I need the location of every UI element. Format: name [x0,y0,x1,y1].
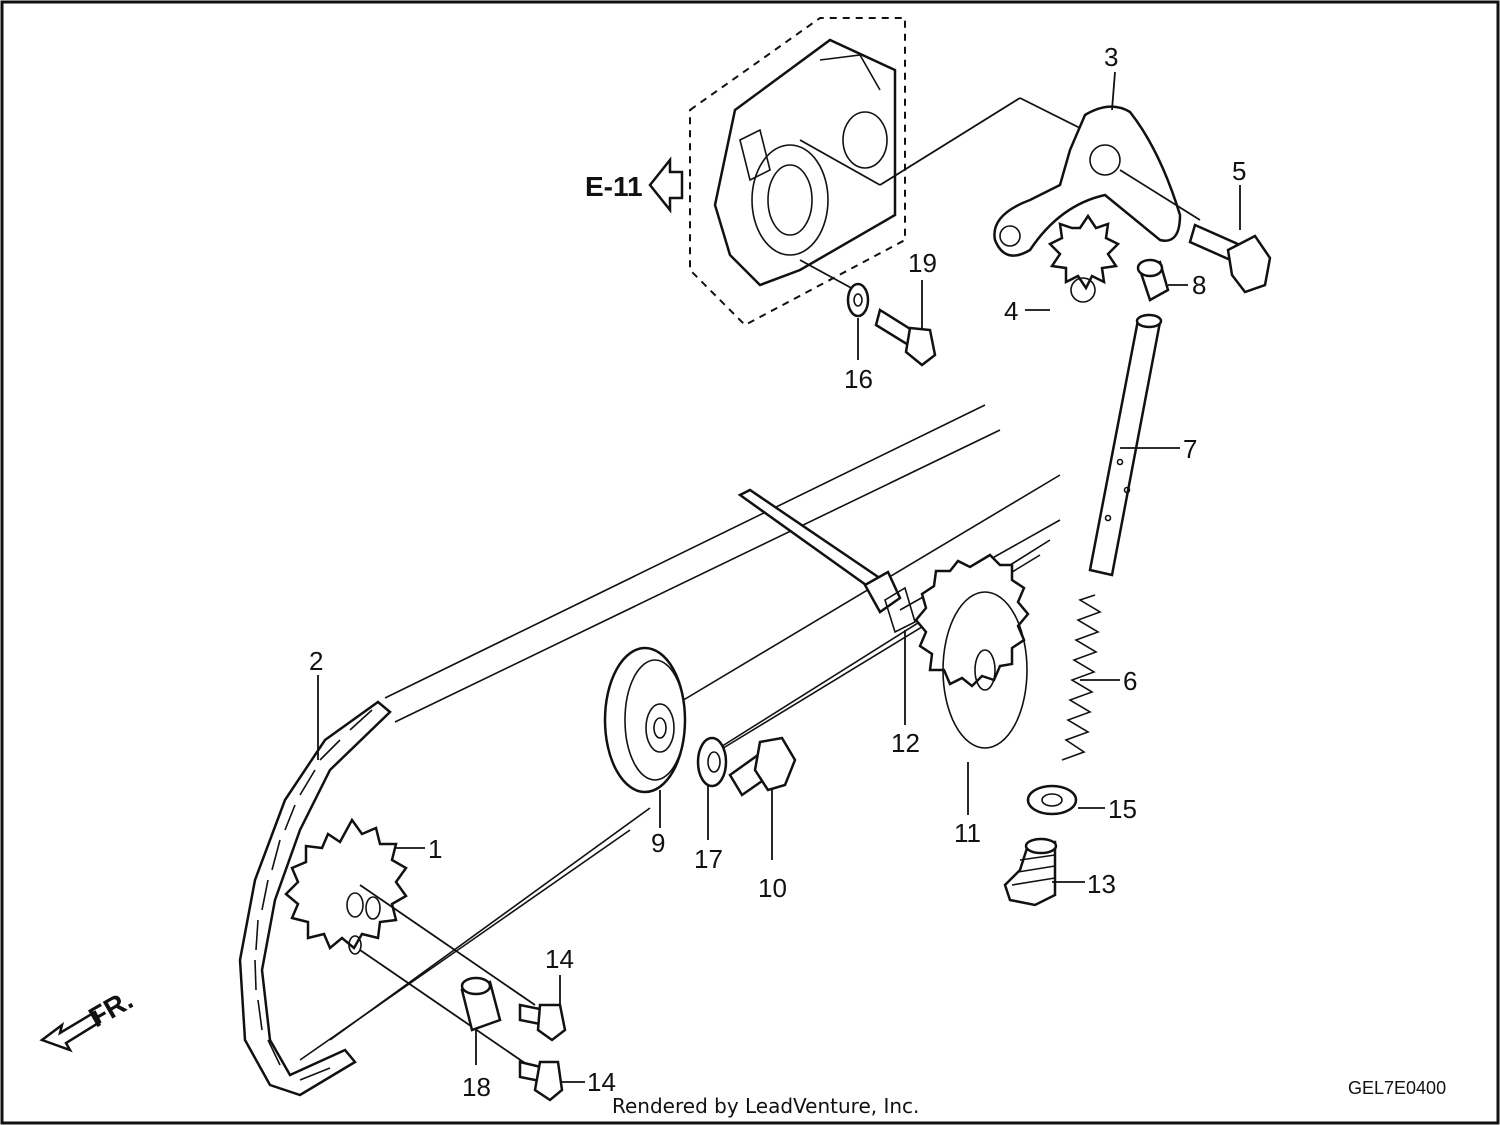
sprocket-bolt-upper [518,1003,567,1042]
roller-bolt [728,736,797,797]
collar [1136,258,1170,302]
tensioner-bolt [1188,223,1272,294]
callout-14-upper: 14 [545,944,574,974]
tensioner-spring [1061,594,1102,761]
diagram-code: GEL7E0400 [1348,1078,1446,1098]
tensioner-sprocket [1047,213,1121,303]
idler-sprocket [914,553,1030,749]
callout-8: 8 [1192,270,1206,300]
sealing-bolt [1003,837,1058,907]
front-arrow [39,1010,102,1053]
callout-15: 15 [1108,794,1137,824]
callout-14-lower: 14 [587,1067,616,1097]
callout-3: 3 [1104,42,1118,72]
idler-shaft [737,488,916,634]
reference-arrow [648,156,684,214]
callout-7: 7 [1183,434,1197,464]
callout-9: 9 [651,828,665,858]
drive-sprocket [284,817,536,1071]
sprocket-bolt-lower [518,1060,564,1102]
callout-4: 4 [1004,296,1018,326]
leader-lines [317,71,1241,1083]
tensioner-arm [993,105,1201,257]
callout-17: 17 [694,844,723,874]
callout-6: 6 [1123,666,1137,696]
chain-roller [603,646,687,794]
callout-11: 11 [954,818,981,848]
callout-19: 19 [908,248,937,278]
drive-chain [238,700,392,1097]
chain-guide-lines [299,404,1061,1061]
crankcase-reference [689,17,1081,327]
reference-label: E-11 [585,171,643,202]
callout-10: 10 [758,873,787,903]
sealing-washer [1026,784,1078,816]
tensioner-rod [1088,313,1163,577]
sprocket-spacer [460,976,502,1032]
roller-collar [696,736,728,788]
callout-5: 5 [1232,156,1246,186]
callout-12: 12 [891,728,920,758]
callout-1: 1 [428,834,442,864]
case-washer [846,282,870,318]
callout-13: 13 [1087,869,1116,899]
callout-18: 18 [462,1072,491,1102]
case-bolt [874,308,937,367]
callout-16: 16 [844,364,873,394]
callout-2: 2 [309,646,323,676]
credit-text: Rendered by LeadVenture, Inc. [612,1094,919,1118]
